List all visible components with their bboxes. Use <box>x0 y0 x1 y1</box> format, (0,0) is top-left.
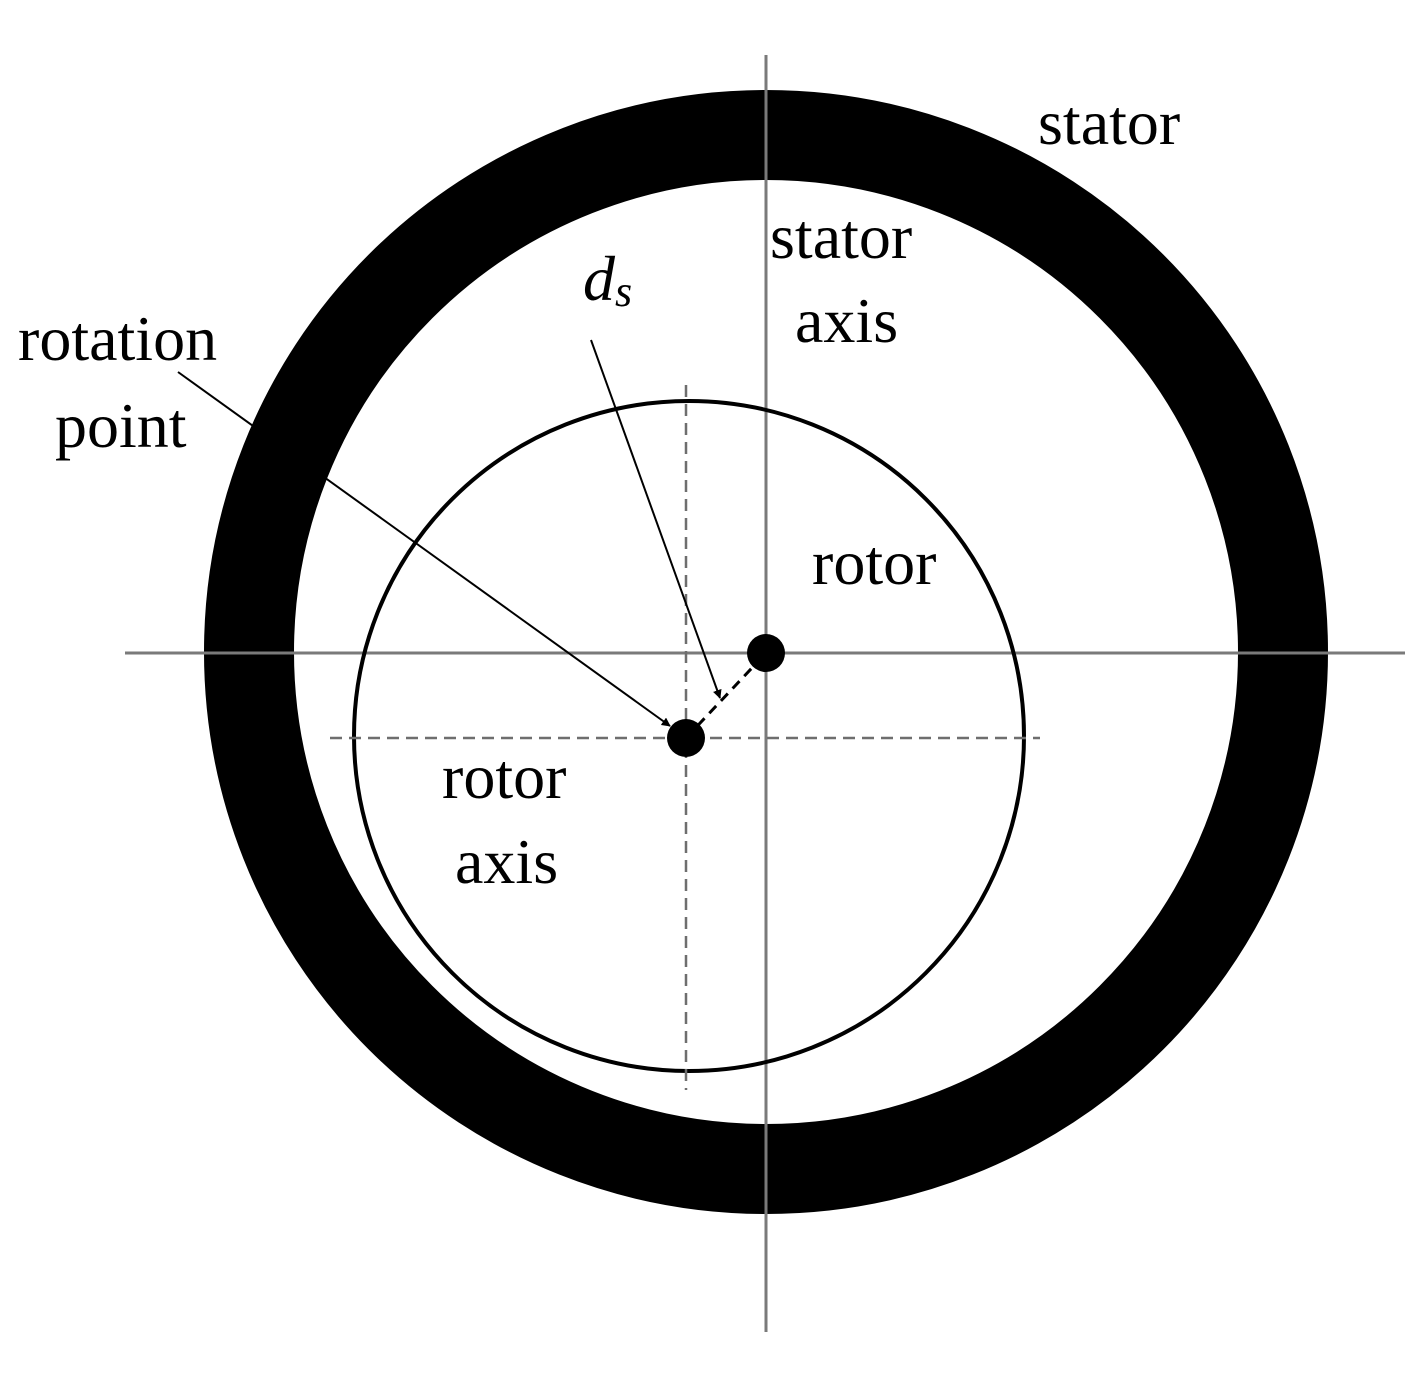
stator-axis-label-line2: axis <box>795 285 898 356</box>
rotor-axis-label-line1: rotor <box>442 741 566 812</box>
rotation-point-leader-arrow <box>177 371 671 727</box>
stator-center-dot <box>747 634 785 672</box>
rotation-point-label-line2: point <box>55 390 187 461</box>
ds-leader-arrow <box>590 339 722 699</box>
stator-axis-label-line1: stator <box>770 201 912 272</box>
ds-label-subscript: s <box>615 267 632 316</box>
ds-label-main: d <box>583 243 616 314</box>
stator-label: stator <box>1038 87 1180 158</box>
rotor-label: rotor <box>812 527 936 598</box>
rotation-point-label-line1: rotation <box>18 303 217 374</box>
rotor-center-dot <box>667 719 705 757</box>
offset-dashed-line <box>684 651 768 740</box>
ds-label: ds <box>583 243 632 316</box>
rotor-circle <box>352 399 1026 1073</box>
rotor-axis-label-line2: axis <box>455 826 558 897</box>
